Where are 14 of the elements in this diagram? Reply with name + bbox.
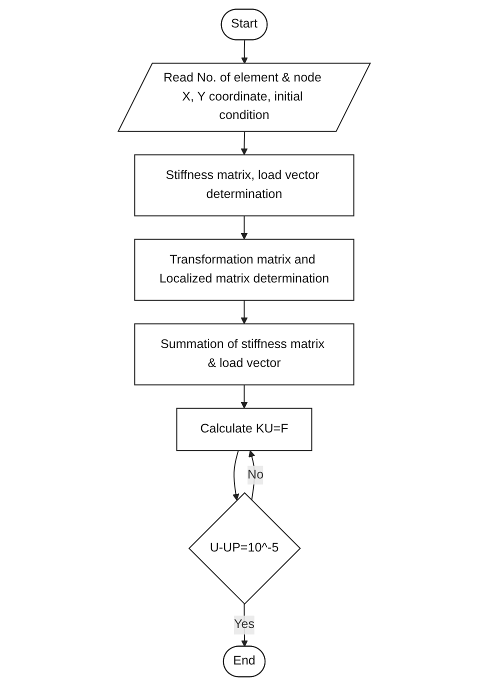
- arrow: [241, 40, 248, 64]
- node-box: [176, 407, 312, 451]
- node-diamond: [188, 492, 302, 604]
- node-box: [134, 322, 355, 385]
- flowchart-drawing: Start Read No. of element & node X, Y coordinate, initial condition Stiffness matrix, load vector determination Transformation matrix and Localized matrix determination Summation of stiffness matrix & load vector Calculate KU=F No U-UP=10^-5 Yes End: [112, 2, 377, 682]
- node-box: [134, 154, 355, 216]
- arrow: [241, 215, 248, 240]
- arrow: [241, 131, 248, 155]
- arrow: [241, 300, 248, 324]
- arrow: [241, 384, 248, 408]
- edge-label: Yes: [234, 618, 255, 631]
- node-box: [134, 238, 355, 300]
- arrow: [232, 450, 240, 500]
- edge-label: No: [248, 468, 264, 481]
